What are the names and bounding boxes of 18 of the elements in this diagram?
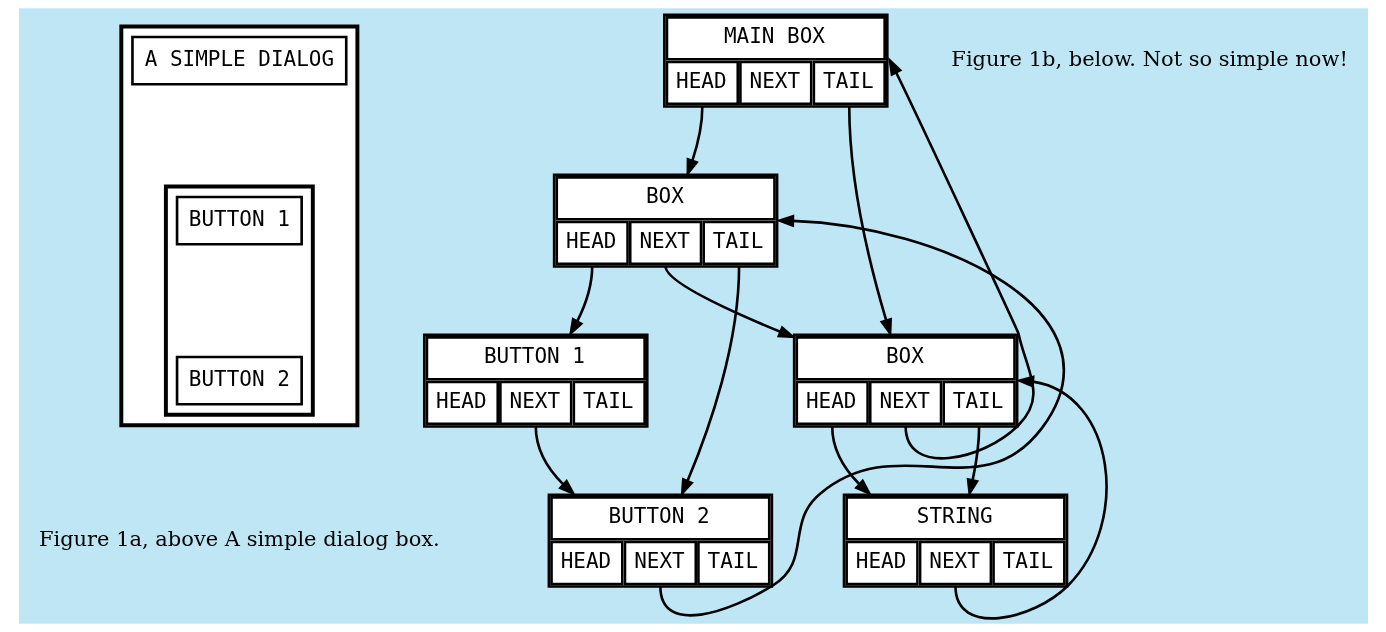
arrow — [966, 426, 980, 497]
arrow — [568, 266, 593, 337]
arrow — [887, 57, 1035, 460]
arrow — [680, 266, 740, 497]
arrow — [953, 375, 1108, 620]
label: Figure 1b, below. Not so simple now! — [950, 46, 1348, 71]
arrow — [830, 426, 872, 496]
node-box: BUTTON 1 — [175, 195, 303, 246]
cluster — [163, 184, 315, 417]
arrow — [533, 426, 576, 497]
label: Figure 1a, above A simple dialog box. — [38, 526, 440, 551]
arrow — [658, 214, 1065, 617]
arrow — [686, 106, 704, 177]
arrow — [663, 266, 796, 339]
node-box: BUTTON 2 — [175, 355, 303, 406]
node-box: A SIMPLE DIALOG — [130, 35, 348, 86]
arrow — [847, 106, 892, 337]
cluster — [118, 24, 359, 428]
